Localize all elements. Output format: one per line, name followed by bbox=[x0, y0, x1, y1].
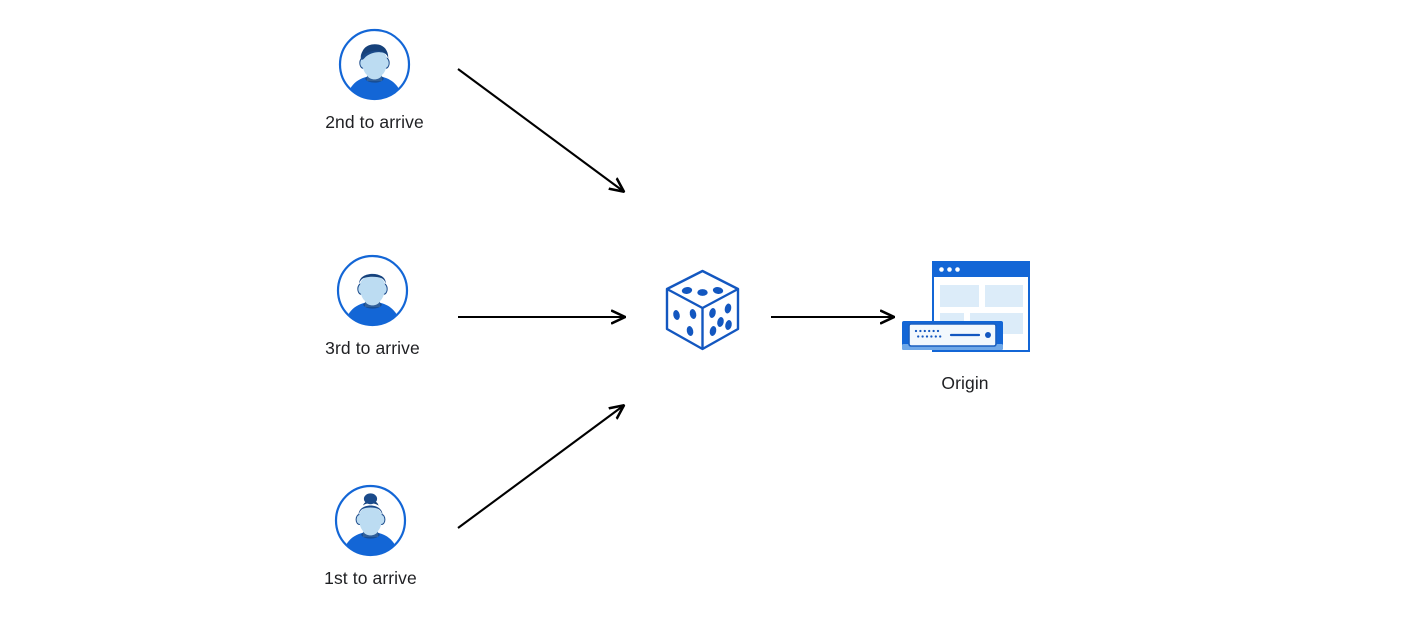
node-user-3rd-label: 3rd to arrive bbox=[325, 338, 420, 358]
node-origin-label: Origin bbox=[941, 373, 989, 393]
node-user-1st[interactable]: 1st to arrive bbox=[303, 483, 438, 589]
server-device bbox=[902, 321, 1003, 350]
dice-cube-icon bbox=[660, 265, 745, 360]
node-dice[interactable] bbox=[660, 265, 745, 360]
user-avatar-bun-hair-icon bbox=[333, 483, 408, 558]
user-avatar-short-hair-icon bbox=[337, 27, 412, 102]
node-user-1st-label: 1st to arrive bbox=[324, 568, 417, 588]
arrow-user-2nd-to-dice bbox=[457, 68, 623, 191]
user-avatar-short-hair-icon bbox=[335, 253, 410, 328]
origin-server-browser-icon bbox=[896, 258, 1034, 363]
node-user-2nd-label: 2nd to arrive bbox=[325, 112, 424, 132]
node-origin[interactable]: Origin bbox=[896, 258, 1034, 394]
arrow-user-1st-to-dice bbox=[457, 406, 623, 529]
node-user-2nd[interactable]: 2nd to arrive bbox=[307, 27, 442, 133]
node-user-3rd[interactable]: 3rd to arrive bbox=[305, 253, 440, 359]
